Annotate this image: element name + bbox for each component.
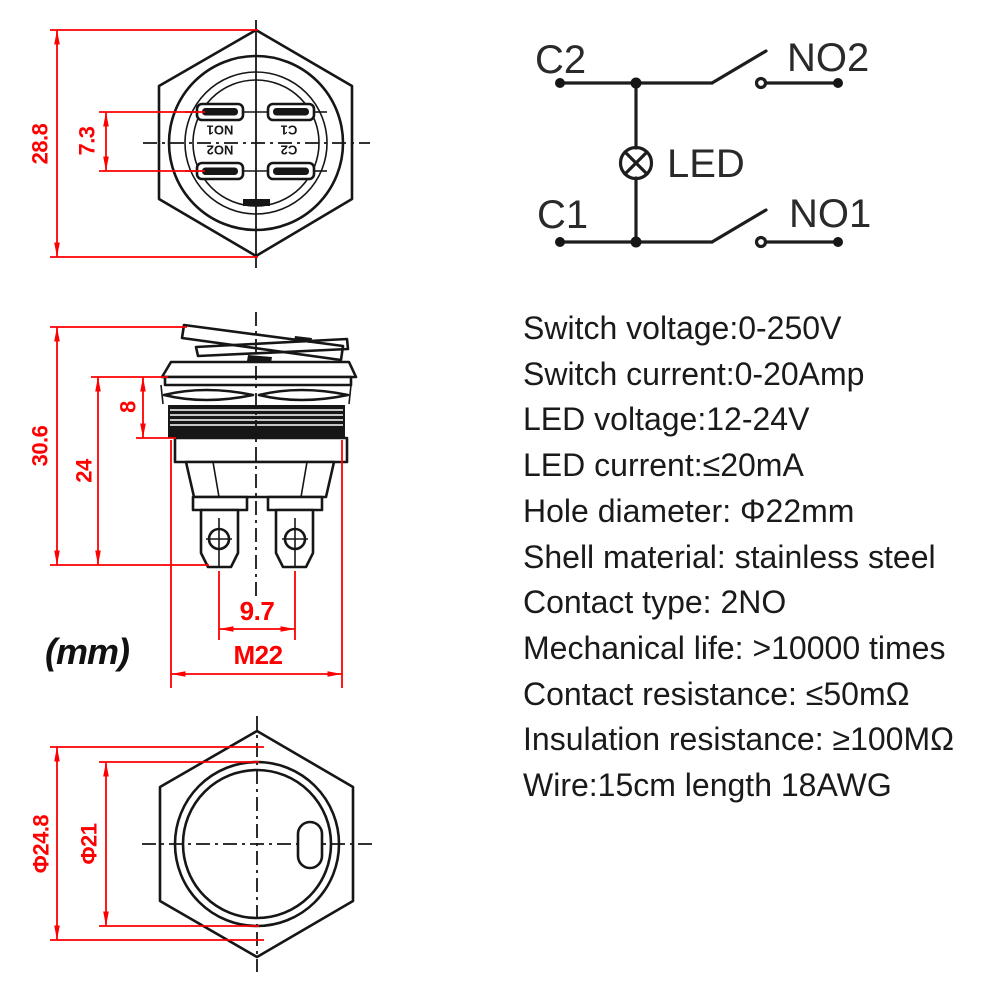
spec-line-contact-type: Contact type: 2NO — [523, 584, 787, 621]
pad-label-no2: NO2 — [207, 143, 234, 158]
dim-m22: M22 — [233, 640, 282, 670]
spec-line-switch-voltage: Switch voltage:0-250V — [523, 310, 842, 346]
pad-label-no1: NO1 — [207, 123, 234, 138]
terminal-blade-left — [199, 508, 240, 569]
spec-line-mechanical-life: Mechanical life: >10000 times — [523, 629, 946, 666]
unit-note: (mm) — [45, 631, 129, 672]
spec-line-switch-current: Switch current:0-20Amp — [523, 355, 865, 392]
cap-latch-bump — [294, 336, 312, 343]
terminal-pads — [195, 102, 316, 181]
cap-upper-plate — [180, 323, 345, 362]
terminal-blade-right — [274, 508, 315, 569]
switch-base — [184, 460, 336, 499]
spec-line-hole-diameter: Hole diameter: Φ22mm — [523, 492, 855, 529]
dim-8: 8 — [116, 401, 141, 413]
spec-line-led-current: LED current:≤20mA — [523, 447, 804, 484]
pad-label-c2: C2 — [281, 143, 298, 158]
spec-line-shell-material: Shell material: stainless steel — [523, 538, 936, 575]
hex-nut-outline-front — [158, 729, 355, 959]
back-view-dimensions: 28.8 7.3 — [28, 29, 258, 258]
spec-line-contact-resistance: Contact resistance: ≤50mΩ — [523, 675, 910, 712]
front-view-dimensions: Φ24.8 Φ21 — [29, 746, 264, 941]
no2-contact-gap — [754, 76, 768, 90]
schematic-label-led: LED — [667, 142, 745, 186]
spec-line-wire: Wire:15cm length 18AWG — [523, 767, 892, 804]
dim-30-6: 30.6 — [28, 425, 53, 466]
schematic-label-no1: NO1 — [789, 192, 871, 236]
led-lamp-symbol — [618, 145, 654, 181]
front-view-drawing: Φ24.8 Φ21 — [29, 716, 372, 972]
spec-line-led-voltage: LED voltage:12-24V — [523, 401, 810, 438]
switch-blade-no2 — [710, 49, 768, 85]
schematic-label-c1: C1 — [537, 193, 588, 237]
schematic-label-c2: C2 — [535, 38, 586, 82]
cap-lower-plate — [194, 337, 350, 358]
dim-9-7: 9.7 — [240, 596, 275, 626]
schematic-label-no2: NO2 — [787, 36, 869, 80]
bezel-flange — [160, 360, 358, 379]
dim-7-3: 7.3 — [75, 126, 100, 155]
dim-28-8: 28.8 — [28, 123, 53, 164]
dim-21: Φ21 — [77, 823, 102, 864]
circuit-schematic: C2 NO2 LED C1 NO1 — [535, 36, 871, 249]
back-view-drawing: NO1 C1 NO2 C2 28.8 7.3 — [28, 20, 370, 268]
wave-washer — [160, 384, 352, 405]
bezel-lip — [163, 375, 353, 387]
side-view-drawing: 30.6 24 8 9.7 M22 (mm) — [28, 312, 358, 688]
dim-24-8: Φ24.8 — [29, 815, 54, 874]
led-window — [296, 820, 324, 870]
body-collar — [173, 436, 349, 464]
side-view-dimensions: 30.6 24 8 9.7 M22 — [28, 326, 343, 688]
switch-blade-no1 — [710, 208, 768, 244]
specifications-list: Switch voltage:0-250V Switch current:0-2… — [523, 306, 954, 809]
terminal-step-left — [191, 495, 249, 512]
pad-label-c1: C1 — [281, 123, 298, 138]
spec-line-insulation-resistance: Insulation resistance: ≥100MΩ — [523, 721, 955, 758]
terminal-step-right — [266, 495, 324, 512]
no1-contact-gap — [754, 235, 768, 249]
dim-24: 24 — [72, 458, 97, 483]
